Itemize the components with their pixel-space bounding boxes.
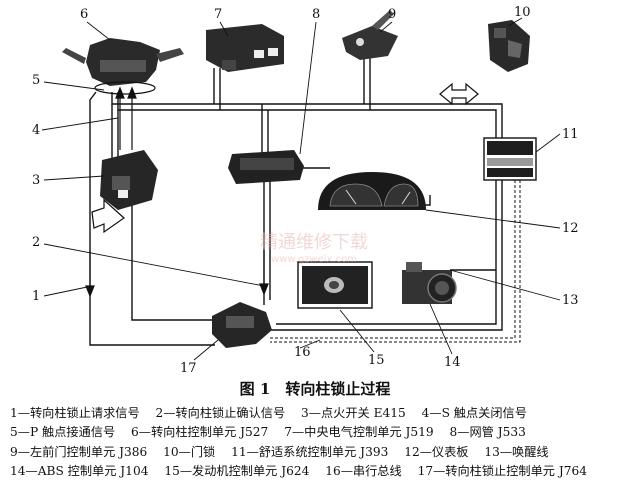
callout-9: 9: [388, 7, 396, 22]
callout-11: 11: [562, 127, 579, 142]
legend-item: 3—点火开关 E415: [301, 406, 406, 420]
abs-control-j104: [402, 262, 457, 304]
legend-row: 9—左前门控制单元 J386 10—门锁 11—舒适系统控制单元 J393 12…: [10, 443, 625, 462]
serial-bus-16: [270, 180, 521, 343]
legend-item: 16—串行总线: [325, 464, 402, 479]
turn-arrow-icon: [91, 198, 125, 234]
legend-item: 10—门锁: [163, 444, 216, 459]
legend-item: 11—舒适系统控制单元 J393: [231, 444, 389, 459]
legend-item: 8—网管 J533: [449, 425, 526, 440]
central-electrics-j519: [206, 24, 284, 72]
door-lock: [488, 20, 530, 72]
callout-4: 4: [32, 123, 40, 138]
callout-8: 8: [312, 7, 320, 22]
legend-item: 17—转向柱锁止控制单元 J764: [417, 464, 587, 479]
legend: 1—转向柱锁止请求信号 2—转向柱锁止确认信号 3—点火开关 E415 4—S …: [10, 404, 625, 482]
callout-12: 12: [562, 221, 579, 236]
engine-control-j624: [297, 261, 373, 309]
instrument-cluster: [318, 172, 426, 210]
figure-title: 图 1 转向柱锁止过程: [239, 380, 391, 398]
steering-column-lock-diagram: 精通维修下载 www.gzweix.com 1 2 3 4 5 6 7 8 9 …: [32, 5, 579, 376]
leader-lines: [41, 17, 561, 361]
gateway-j533: [228, 150, 304, 184]
legend-item: 1—转向柱锁止请求信号: [10, 406, 140, 420]
door-control-j386: [342, 10, 398, 60]
callout-5: 5: [32, 73, 40, 88]
callout-6: 6: [80, 7, 88, 22]
gateway-double-arrow-icon: [439, 82, 479, 106]
callout-16: 16: [294, 345, 311, 360]
callout-14: 14: [444, 355, 461, 370]
steering-column-switch-j527: [62, 38, 184, 95]
callout-3: 3: [32, 173, 40, 188]
callout-7: 7: [214, 7, 222, 22]
legend-row: 1—转向柱锁止请求信号 2—转向柱锁止确认信号 3—点火开关 E415 4—S …: [10, 404, 625, 423]
legend-item: 13—唤醒线: [484, 444, 549, 459]
legend-item: 4—S 触点关闭信号: [421, 406, 527, 420]
callout-1: 1: [32, 289, 40, 304]
legend-item: 2—转向柱锁止确认信号: [155, 406, 286, 420]
watermark-cn: 精通维修下载: [260, 232, 368, 253]
callout-13: 13: [562, 293, 579, 308]
bus-wiring: [89, 52, 503, 346]
legend-item: 7—中央电气控制单元 J519: [284, 425, 434, 440]
callout-15: 15: [368, 353, 385, 368]
callout-17: 17: [180, 361, 197, 376]
signal-arrows: [85, 86, 269, 298]
legend-row: 5—P 触点接通信号 6—转向柱控制单元 J527 7—中央电气控制单元 J51…: [10, 423, 625, 442]
legend-item: 9—左前门控制单元 J386: [10, 444, 148, 459]
legend-item: 15—发动机控制单元 J624: [164, 464, 310, 479]
steering-lock-j764: [212, 302, 272, 348]
legend-row: 14—ABS 控制单元 J104 15—发动机控制单元 J624 16—串行总线…: [10, 462, 625, 481]
legend-item: 5—P 触点接通信号: [10, 425, 116, 440]
comfort-system-j393: [483, 137, 537, 181]
callout-2: 2: [32, 235, 40, 250]
callout-10: 10: [514, 5, 531, 20]
ignition-switch-e415: [100, 150, 158, 210]
watermark-url: www.gzweix.com: [271, 254, 357, 265]
legend-item: 14—ABS 控制单元 J104: [10, 464, 149, 479]
legend-item: 6—转向柱控制单元 J527: [131, 425, 269, 440]
legend-item: 12—仪表板: [404, 444, 469, 459]
